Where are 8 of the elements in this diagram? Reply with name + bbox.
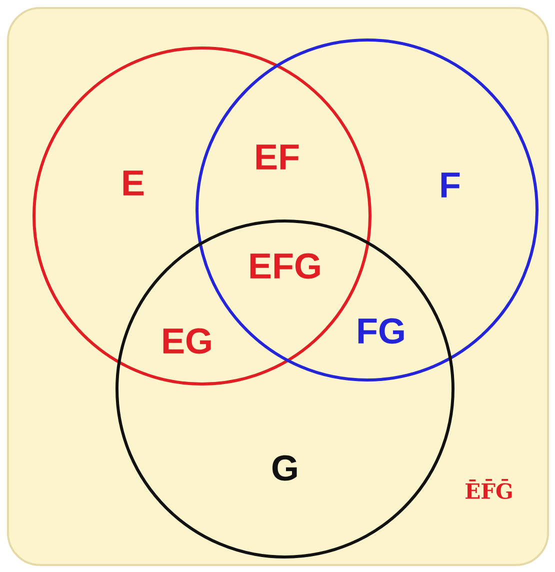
region-label: F: [441, 172, 460, 198]
region-label: G: [272, 455, 297, 481]
region-label: E: [123, 170, 144, 196]
region-label: EFG: [250, 253, 320, 279]
circle: [116, 220, 454, 558]
region-label: EG: [163, 328, 211, 354]
region-label: EF: [256, 144, 299, 170]
region-label: FG: [358, 318, 404, 344]
